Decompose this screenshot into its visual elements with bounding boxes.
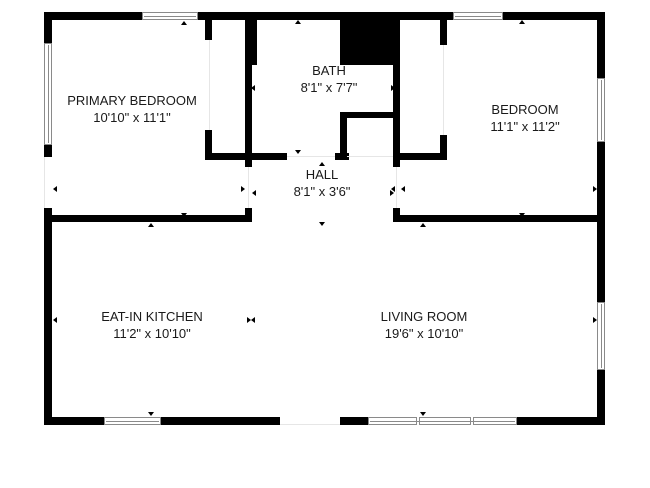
dimension-marker	[53, 317, 57, 323]
room-name: LIVING ROOM	[380, 309, 468, 324]
dimension-marker	[252, 190, 256, 196]
window-bedroom-top	[453, 12, 503, 20]
closet-opening-primary	[209, 40, 210, 130]
living-room-wall-top	[393, 215, 605, 222]
room-label-bath: BATH 8'1" x 7'7"	[301, 62, 358, 96]
dimension-marker	[593, 317, 597, 323]
bath-wall-left-notch	[252, 20, 257, 65]
dimension-marker	[53, 186, 57, 192]
dimension-marker	[247, 317, 251, 323]
window-mullion	[470, 417, 474, 425]
room-label-bedroom: BEDROOM 11'1" x 11'2"	[490, 101, 559, 135]
closet-wall-bedroom-lower	[440, 135, 447, 160]
room-dimensions: 11'2" x 10'10"	[113, 326, 191, 341]
room-dimensions: 8'1" x 3'6"	[293, 184, 351, 199]
window-primary-bedroom-top	[142, 12, 198, 20]
kitchen-wall-top	[44, 215, 252, 222]
room-name: BATH	[312, 63, 346, 78]
room-dimensions: 8'1" x 7'7"	[300, 80, 358, 95]
room-name: PRIMARY BEDROOM	[67, 93, 197, 108]
closet-opening-bedroom	[443, 45, 444, 135]
hall-opening-right	[396, 167, 397, 208]
window-primary-bedroom-left	[44, 43, 52, 145]
dimension-marker	[319, 162, 325, 166]
hall-opening-left	[248, 167, 249, 208]
closet-wall-primary-bottom	[205, 153, 252, 160]
linen-closet-opening	[347, 156, 393, 157]
window-kitchen-bottom	[104, 417, 161, 425]
dimension-marker	[401, 186, 405, 192]
room-label-primary-bedroom: PRIMARY BEDROOM 10'10" x 11'1"	[67, 92, 197, 126]
window-bedroom-right	[597, 78, 605, 142]
exterior-wall-left-lower	[44, 208, 52, 425]
dimension-marker	[391, 186, 395, 192]
bath-door-opening	[287, 156, 335, 157]
dimension-marker	[420, 412, 426, 416]
dimension-marker	[251, 85, 255, 91]
dimension-marker	[148, 412, 154, 416]
room-dimensions: 10'10" x 11'1"	[93, 110, 171, 125]
dimension-marker	[593, 186, 597, 192]
room-label-living-room: LIVING ROOM 19'6" x 10'10"	[381, 308, 468, 342]
closet-wall-bedroom-upper	[440, 20, 447, 45]
dimension-marker	[319, 222, 325, 226]
bath-wall-bottom-left	[245, 153, 287, 160]
room-dimensions: 11'1" x 11'2"	[490, 119, 560, 134]
exterior-wall-top	[44, 12, 605, 20]
opening-left	[44, 157, 45, 208]
dimension-marker	[295, 150, 301, 154]
window-living-room-bottom	[368, 417, 517, 425]
closet-wall-primary-upper	[205, 20, 212, 40]
linen-closet-wall-left	[340, 112, 347, 160]
room-label-eat-in-kitchen: EAT-IN KITCHEN 11'2" x 10'10"	[101, 308, 203, 342]
closet-wall-primary-lower	[205, 130, 212, 160]
dimension-marker	[420, 223, 426, 227]
room-name: BEDROOM	[491, 102, 559, 117]
dimension-marker	[241, 186, 245, 192]
dimension-marker	[519, 213, 525, 217]
chimney-block	[340, 12, 398, 65]
dimension-marker	[181, 213, 187, 217]
dimension-marker	[181, 21, 187, 25]
dimension-marker	[390, 190, 394, 196]
bath-wall-left	[245, 12, 252, 167]
room-label-hall: HALL 8'1" x 3'6"	[294, 166, 351, 200]
exterior-wall-bottom-left	[44, 417, 280, 425]
room-name: HALL	[305, 167, 339, 182]
linen-closet-wall-top	[340, 112, 397, 118]
dimension-marker	[295, 20, 301, 24]
dimension-marker	[519, 20, 525, 24]
dimension-marker	[391, 85, 395, 91]
room-dimensions: 19'6" x 10'10"	[384, 326, 464, 341]
closet-wall-bedroom-bottom	[393, 153, 447, 160]
dimension-marker	[251, 317, 255, 323]
room-name: EAT-IN KITCHEN	[101, 309, 203, 324]
window-mullion	[416, 417, 420, 425]
dimension-marker	[148, 223, 154, 227]
bath-wall-right	[393, 12, 400, 167]
entry-opening-bottom	[280, 424, 340, 425]
window-living-room-right	[597, 302, 605, 370]
